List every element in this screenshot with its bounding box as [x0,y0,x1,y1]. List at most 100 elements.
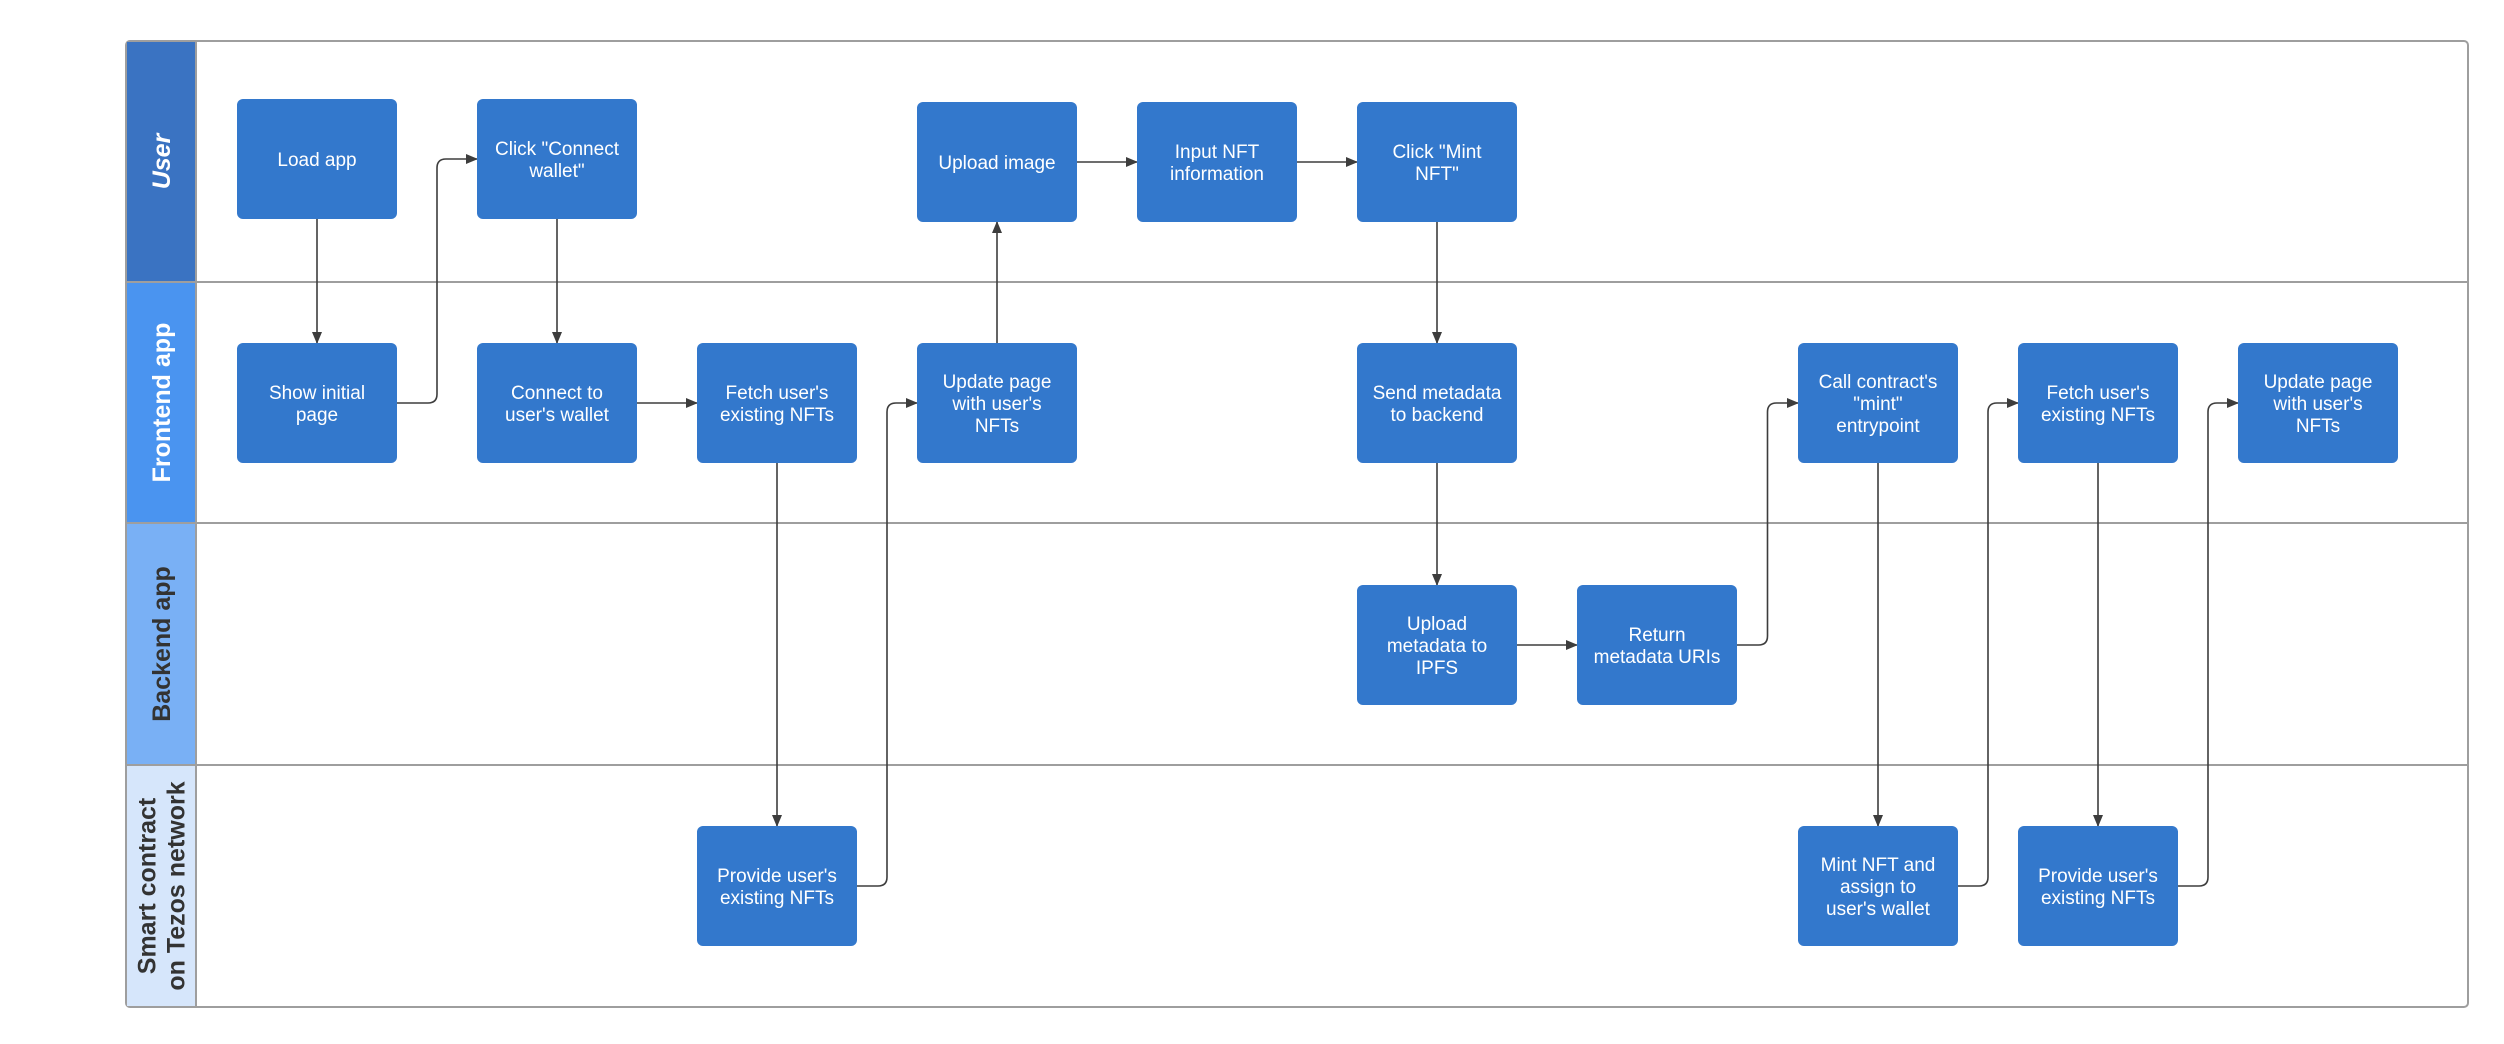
node-box [2238,343,2398,463]
node-label-line: Return [1628,625,1685,646]
node-label: Upload image [938,153,1055,174]
node-label-line: Click "Mint [1392,142,1482,163]
node-box [1798,826,1958,946]
node-upload-image[interactable]: Upload image [917,102,1077,222]
node-box [237,99,397,219]
node-label-line: Show initial [269,383,365,404]
node-label-line: Send metadata [1373,383,1502,404]
node-label-line: Load app [277,150,356,171]
node-label: Call contract's"mint"entrypoint [1819,372,1938,437]
arrow-provide-nfts-1-to-update-page-1 [857,398,918,887]
node-label-line: existing NFTs [720,405,834,426]
node-label-line: assign to [1840,877,1916,898]
node-label-line: with user's [951,394,1041,415]
arrow-mint-assign-to-fetch-nfts-2 [1958,398,2019,887]
node-label-line: with user's [2272,394,2362,415]
node-label-line: Upload [1407,614,1467,635]
node-box [1798,343,1958,463]
node-label-line: existing NFTs [720,888,834,909]
node-box [697,826,857,946]
lane-label-line: User [148,132,176,189]
node-label-line: Connect to [511,383,603,404]
lane-header-user [127,42,196,282]
node-box [1577,585,1737,705]
node-label-line: metadata URIs [1594,647,1721,668]
arrow-provide-nfts-2-to-update-page-2 [2178,398,2239,887]
node-label-line: Fetch user's [726,383,829,404]
node-box [2018,343,2178,463]
node-label-line: to backend [1391,405,1484,426]
lane-contract: Smart contracton Tezos network [126,764,2468,1006]
lane-label-line: on Tezos network [163,781,191,990]
node-label-line: user's wallet [1826,899,1931,920]
node-label-line: Provide user's [717,866,837,887]
node-label-line: Input NFT [1175,142,1260,163]
node-box [1137,102,1297,222]
node-label-line: "mint" [1853,394,1902,415]
node-label-line: existing NFTs [2041,405,2155,426]
node-label-line: NFTs [975,416,1019,437]
lane-label-line: Smart contract [134,797,162,974]
node-box [1357,102,1517,222]
node-label-line: entrypoint [1836,416,1920,437]
lane-label-line: Frontend app [148,323,176,483]
node-box [2018,826,2178,946]
node-label-line: NFT" [1415,164,1459,185]
node-label-line: Click "Connect [495,139,620,160]
lane-label-backend: Backend app [148,566,176,722]
lane-header-frontend [127,282,196,523]
node-label-line: Fetch user's [2047,383,2150,404]
node-box [477,99,637,219]
node-box [477,343,637,463]
node-box [1357,343,1517,463]
lane-frontend: Frontend app [126,281,2468,523]
node-box [917,343,1077,463]
lane-label-frontend: Frontend app [148,323,176,483]
lane-label-user: User [148,132,176,189]
node-label-line: existing NFTs [2041,888,2155,909]
node-label-line: Update page [2264,372,2373,393]
lane-header-contract [127,765,196,1006]
node-call-mint[interactable]: Call contract's"mint"entrypoint [1798,343,1958,463]
lane-header-backend [127,523,196,765]
arrow-show-initial-to-click-connect [397,154,478,404]
node-box [917,102,1077,222]
node-label-line: NFTs [2296,416,2340,437]
lane-user: User [127,42,196,282]
node-load-app[interactable]: Load app [237,99,397,219]
arrow-return-uris-to-call-mint [1737,398,1799,646]
node-label-line: wallet" [528,161,584,182]
node-label-line: Update page [943,372,1052,393]
node-label-line: Mint NFT and [1821,855,1936,876]
